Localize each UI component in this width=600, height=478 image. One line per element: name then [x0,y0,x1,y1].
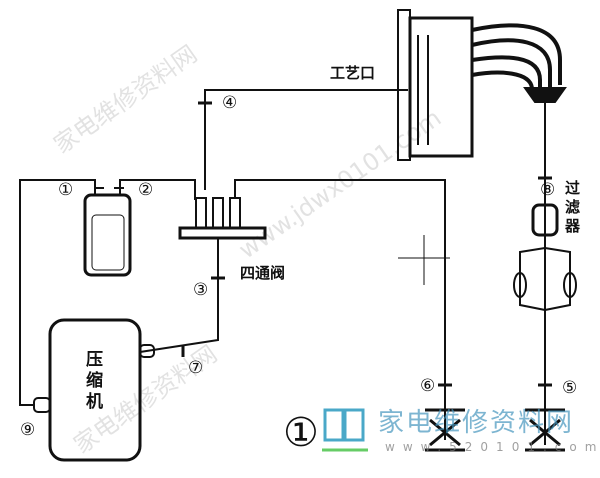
figure-number: ① [283,410,319,456]
point-4: ④ [222,93,238,113]
label-four-way-valve: 四通阀 [240,264,286,282]
logo-book-icon [323,408,365,442]
label-process-port: 工艺口 [330,64,376,82]
label-filter: 过滤器 [563,180,581,237]
point-1: ① [58,180,74,200]
label-compressor: 压缩机 [82,350,102,413]
point-6: ⑥ [420,376,436,396]
point-3: ③ [193,280,209,300]
logo-url: www.520101.com [385,440,600,454]
point-5: ⑤ [562,378,578,398]
filter-drier [531,203,559,237]
service-valve-5 [525,408,565,452]
compressor [48,318,142,462]
four-way-valve [178,179,452,440]
service-valve-6 [425,408,465,452]
point-8: ⑧ [540,180,556,200]
accumulator [83,193,132,277]
point-2: ② [138,180,154,200]
point-9: ⑨ [20,420,36,440]
point-7: ⑦ [188,358,204,378]
logo-name: 家电维修资料网 [378,408,575,438]
outdoor-heat-exchanger [397,9,567,161]
